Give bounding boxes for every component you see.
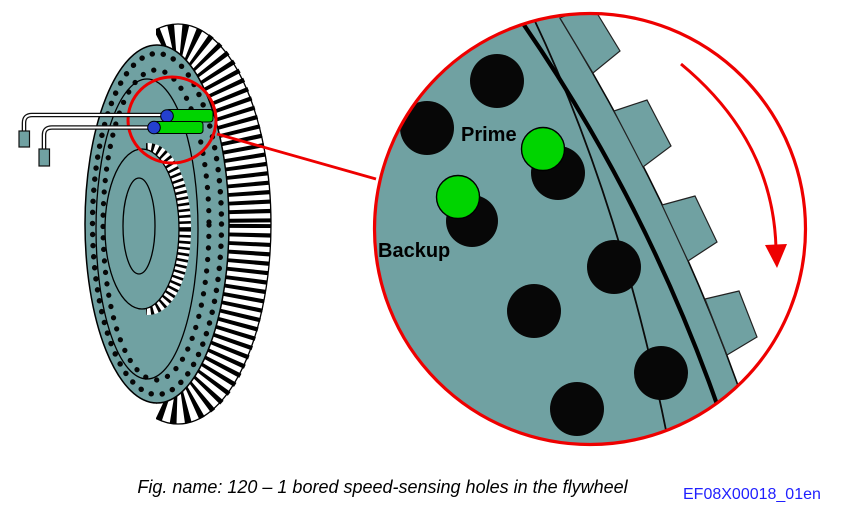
speed-sensing-holes (400, 54, 688, 436)
sensing-holes-ring-inner (100, 67, 212, 383)
flywheel-illustration (84, 23, 272, 425)
gear-tooth (661, 195, 718, 262)
backup-sensor-cap (147, 120, 161, 135)
sensing-hole (550, 382, 604, 436)
sensing-hole (507, 284, 561, 338)
hub-bore (122, 177, 156, 275)
figure-caption: Fig. name: 120 – 1 bored speed-sensing h… (137, 477, 628, 497)
backup-cable-core (43, 126, 158, 150)
rim-thick-edge-line (522, 23, 732, 443)
rotation-arrow-shaft (680, 62, 778, 249)
prime-sensor-marker (520, 126, 566, 172)
sensing-hole (400, 101, 454, 155)
sensing-holes-ring-outer (89, 50, 225, 398)
prime-sensor-cap (160, 109, 174, 123)
flywheel-recess-edge (95, 78, 199, 380)
gear-tooth (740, 386, 790, 445)
sensing-hole (634, 346, 688, 400)
flywheel-rim (156, 23, 272, 425)
sensing-hole (587, 240, 641, 294)
prime-cable-plug (18, 130, 31, 148)
magnifier-circle (372, 11, 808, 447)
backup-cable-plug (38, 148, 51, 167)
gear-tooth (613, 99, 672, 168)
prime-cable-core (23, 114, 165, 132)
backup-sensor-marker (435, 174, 481, 220)
flywheel-hub (146, 143, 191, 315)
backup-label: Backup (378, 240, 450, 262)
figure-reference-code: EF08X00018_01en (683, 486, 821, 503)
sensing-hole (470, 54, 524, 108)
sensor-cables (18, 112, 165, 167)
hub-face (104, 148, 180, 310)
rim-outer-edge (156, 23, 272, 425)
callout-line (216, 132, 377, 181)
gear-tooth (704, 290, 758, 356)
gear-tooth (559, 13, 621, 74)
rim-base (156, 24, 271, 424)
prime-label: Prime (461, 124, 517, 146)
hub-stripes (146, 143, 191, 315)
rotation-arrow-icon (680, 62, 787, 268)
magnified-view: Prime Backup (374, 13, 806, 445)
rotation-arrow-head (765, 244, 787, 268)
highlight-circle-small (126, 75, 218, 165)
speed-sensors (147, 109, 214, 135)
